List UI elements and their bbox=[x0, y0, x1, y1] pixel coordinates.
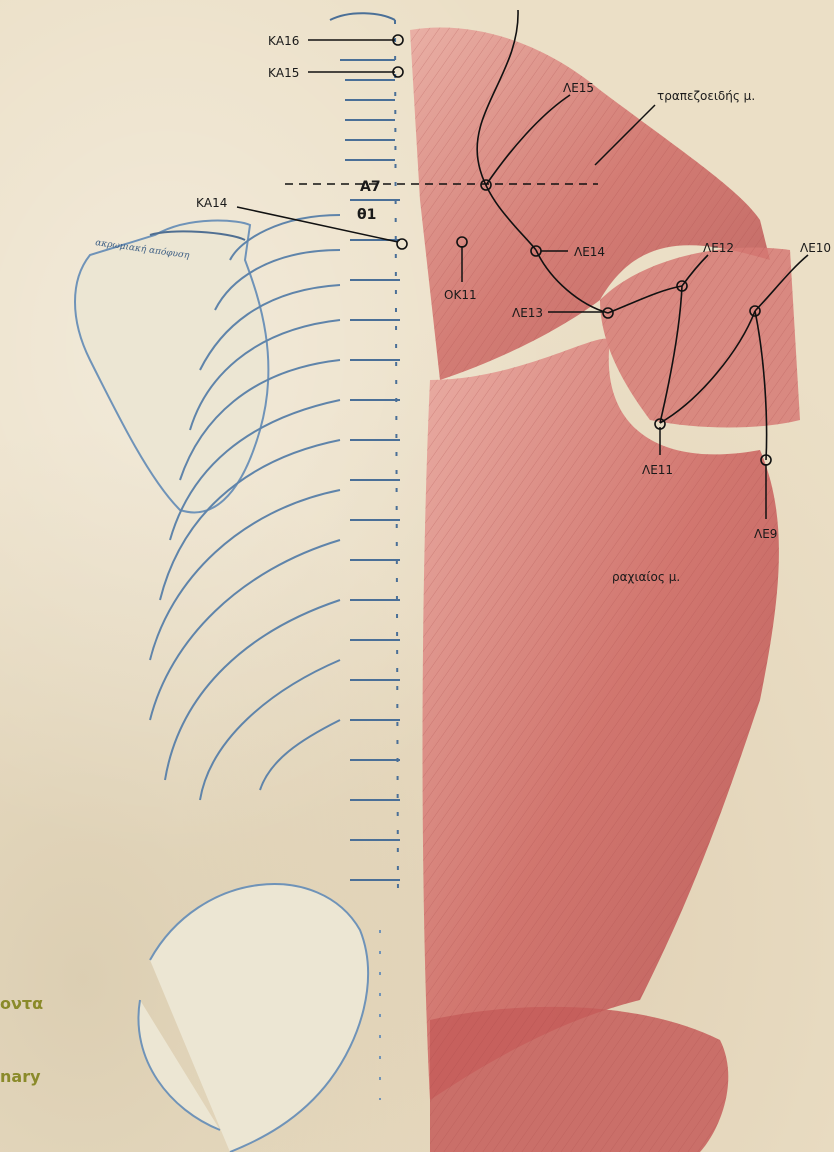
label-ok11: ΟΚ11 bbox=[444, 288, 477, 302]
muscle-layer bbox=[410, 28, 800, 1152]
label-le14: ΛΕ14 bbox=[574, 245, 605, 259]
label-ka14: ΚΑ14 bbox=[196, 196, 227, 210]
label-trapezius: τραπεζοειδής μ. bbox=[657, 89, 755, 103]
circle-marker-icon bbox=[397, 239, 407, 249]
label-le12: ΛΕ12 bbox=[703, 241, 734, 255]
label-ka16: ΚΑ16 bbox=[268, 34, 299, 48]
label-le11: ΛΕ11 bbox=[642, 463, 673, 477]
label-le15: ΛΕ15 bbox=[563, 81, 594, 95]
label-le9: ΛΕ9 bbox=[754, 527, 777, 541]
label-th1: θ1 bbox=[357, 207, 376, 223]
label-le13: ΛΕ13 bbox=[512, 306, 543, 320]
label-ka15: ΚΑ15 bbox=[268, 66, 299, 80]
label-a7: Α7 bbox=[360, 179, 381, 195]
pelvis bbox=[138, 884, 368, 1152]
scapula bbox=[75, 221, 268, 513]
label-latissimus: ραχιαίος μ. bbox=[612, 570, 680, 584]
vertebral-column bbox=[330, 13, 400, 900]
skeleton-layer bbox=[75, 13, 400, 1152]
cropped-side-text-1: οντα bbox=[0, 994, 43, 1013]
label-le10: ΛΕ10 bbox=[800, 241, 831, 255]
cropped-side-text-2: nary bbox=[0, 1067, 41, 1086]
